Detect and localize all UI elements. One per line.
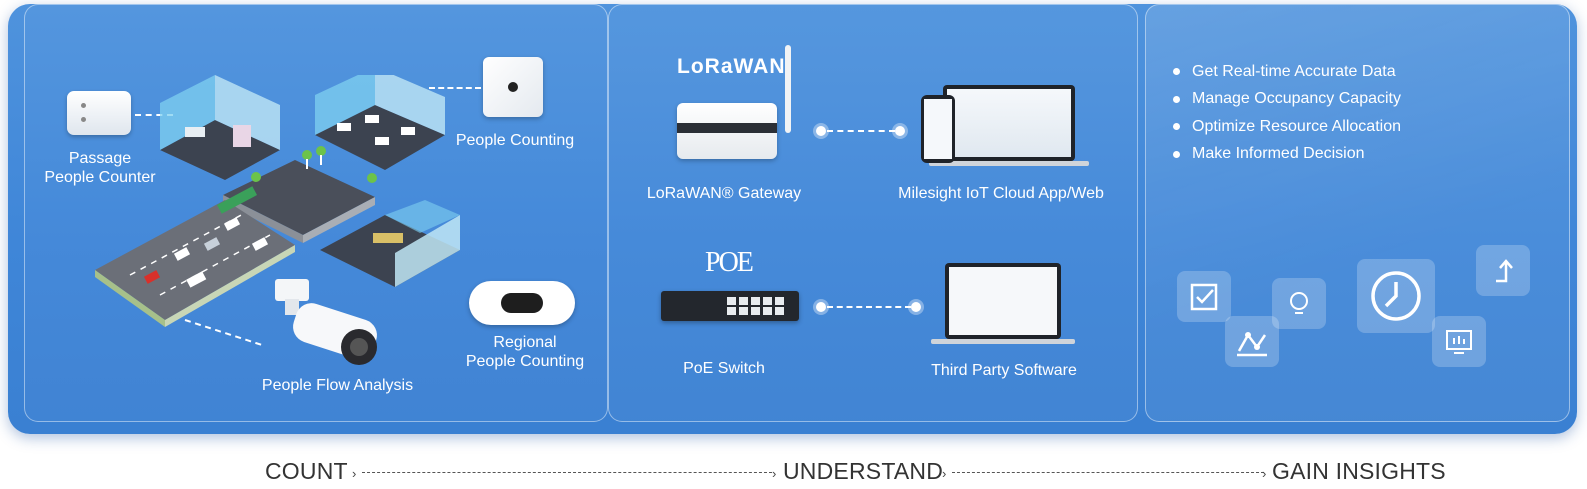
- insights-list: Get Real-time Accurate Data Manage Occup…: [1173, 58, 1401, 168]
- connector-line: [429, 87, 481, 89]
- lightbulb-icon: [1272, 278, 1326, 329]
- passage-counter-label: Passage People Counter: [44, 150, 156, 186]
- network-icon: [1225, 316, 1279, 367]
- regional-counter-device: [469, 281, 575, 325]
- understand-panel: LoRaWAN LoRaWAN® Gateway Milesight IoT C…: [608, 4, 1138, 422]
- flow-line: [362, 472, 772, 473]
- flow-step-understand: UNDERSTAND: [783, 458, 944, 484]
- lorawan-logo: LoRaWAN: [677, 55, 786, 78]
- regional-counting-label: Regional People Counting: [465, 334, 585, 370]
- count-panel: Passage People Counter: [24, 4, 608, 422]
- link-dot: [816, 126, 826, 136]
- lorawan-gateway-device: [677, 103, 777, 159]
- poe-switch-device: [661, 291, 799, 321]
- list-item: Optimize Resource Allocation: [1173, 113, 1401, 141]
- laptop-base: [929, 161, 1089, 166]
- flow-arrow-icon: ›: [772, 466, 777, 481]
- diagram-frame: Passage People Counter: [8, 4, 1577, 434]
- laptop-base: [931, 339, 1075, 344]
- people-flow-label: People Flow Analysis: [261, 377, 414, 394]
- checkbox-icon: [1177, 271, 1231, 322]
- connector-line: [827, 306, 911, 308]
- laptop-cloud-app: [943, 85, 1075, 161]
- link-dot: [816, 302, 826, 312]
- connector-line: [827, 130, 895, 132]
- third-party-label: Third Party Software: [931, 362, 1077, 379]
- phone-cloud-app: [921, 95, 955, 163]
- smart-building-scene: [95, 75, 460, 327]
- connector-line: [135, 114, 173, 116]
- flow-arrow-icon: ›: [942, 466, 947, 481]
- people-counting-label: People Counting: [455, 132, 575, 149]
- flow-step-count: COUNT: [265, 458, 348, 484]
- link-dot: [895, 126, 905, 136]
- clock-icon: [1357, 259, 1435, 333]
- monitor-chart-icon: [1432, 316, 1486, 367]
- lorawan-gateway-label: LoRaWAN® Gateway: [646, 185, 802, 202]
- flow-arrow-icon: ›: [1262, 466, 1267, 481]
- flow-line: [952, 472, 1264, 473]
- bullet-camera: [275, 279, 377, 365]
- people-counting-device: [483, 57, 543, 117]
- flow-arrow-icon: ›: [352, 466, 357, 481]
- list-item: Manage Occupancy Capacity: [1173, 86, 1401, 114]
- laptop-third-party: [945, 263, 1061, 339]
- list-item: Make Informed Decision: [1173, 141, 1401, 169]
- insights-panel: [1145, 4, 1570, 422]
- flow-step-gain-insights: GAIN INSIGHTS: [1272, 458, 1446, 484]
- arrow-up-icon: [1476, 245, 1530, 296]
- cloud-app-label: Milesight IoT Cloud App/Web: [898, 185, 1104, 202]
- list-item: Get Real-time Accurate Data: [1173, 58, 1401, 86]
- poe-logo: POE: [705, 247, 754, 278]
- passage-counter-device: [67, 91, 131, 135]
- poe-switch-label: PoE Switch: [683, 360, 765, 377]
- gateway-antenna: [785, 45, 791, 133]
- link-dot: [911, 302, 921, 312]
